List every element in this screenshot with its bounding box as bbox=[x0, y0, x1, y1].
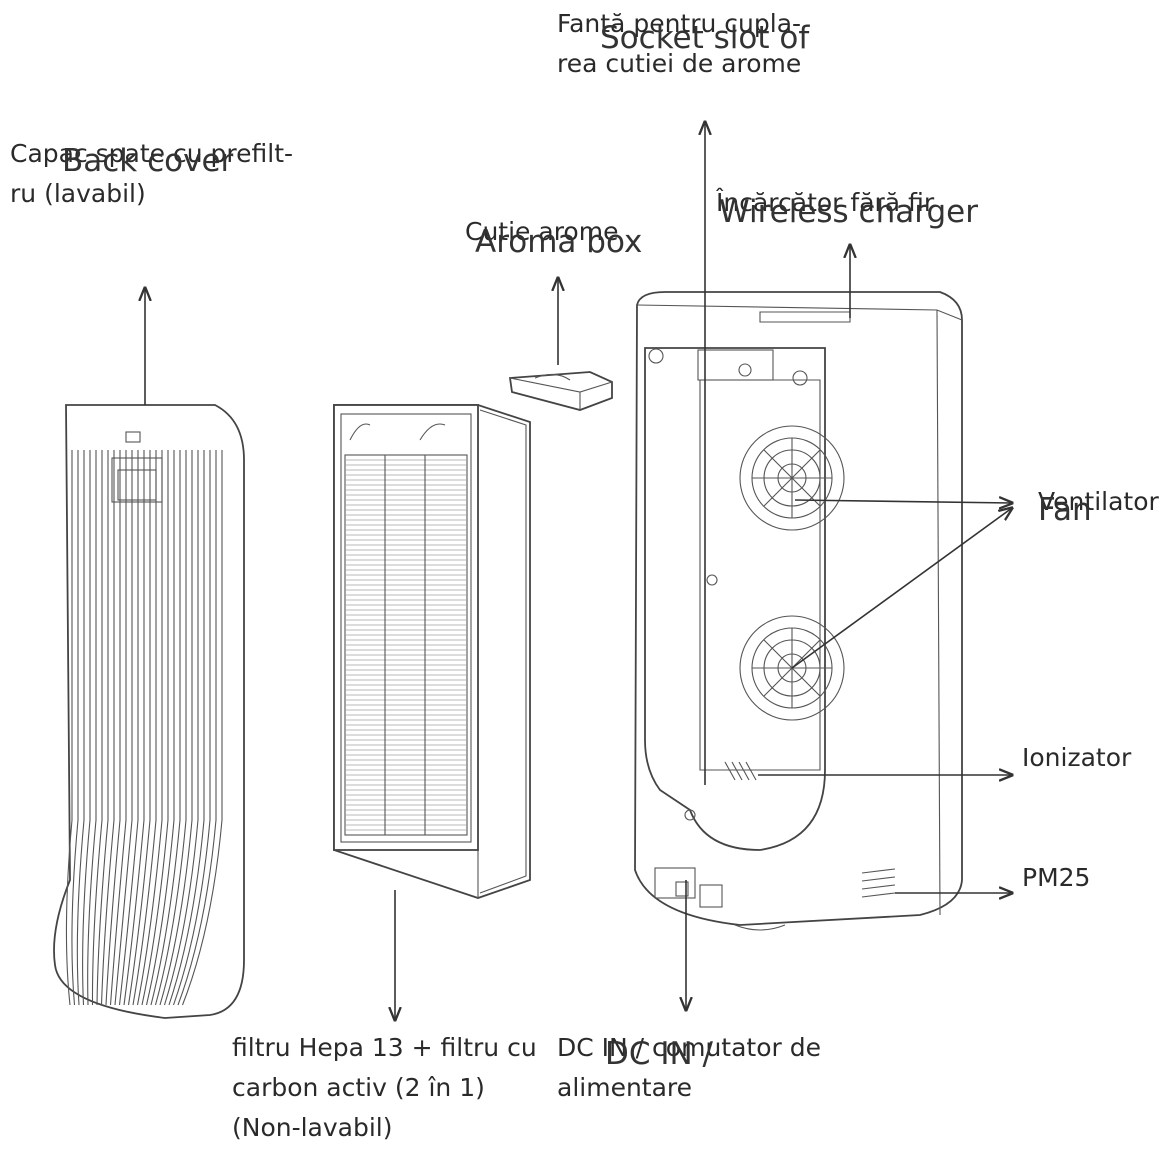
back-cover-grille bbox=[65, 450, 223, 1006]
grille-stripe bbox=[154, 450, 187, 1006]
grille-stripe bbox=[96, 450, 109, 1006]
aroma-box-label-en: Aroma box bbox=[475, 224, 643, 260]
aroma-box bbox=[508, 371, 613, 411]
back-cover-label-ro: Capac spate cu prefilt- ru (lavabil) bbox=[10, 139, 294, 208]
socket-slot-label-en: Socket slot of bbox=[600, 20, 810, 56]
filter-pleats bbox=[346, 459, 466, 831]
grille-stripe bbox=[87, 450, 97, 1006]
wireless-charger-label-en: Wireless charger bbox=[719, 194, 978, 230]
back-cover-panel bbox=[53, 404, 245, 1019]
grille-stripe bbox=[141, 450, 169, 1006]
fan-label-en: Fan bbox=[1038, 492, 1092, 528]
grille-stripe bbox=[123, 450, 145, 1006]
hepa-filter bbox=[333, 404, 531, 899]
grille-stripe bbox=[114, 450, 133, 1006]
fan-label-ro: Ventilator bbox=[1038, 487, 1159, 516]
main-unit bbox=[634, 291, 963, 931]
grille-stripe bbox=[172, 450, 211, 1006]
dc-in-port bbox=[654, 867, 723, 908]
grille-stripe bbox=[91, 450, 103, 1006]
aroma-box-label-ro: Cutie arome bbox=[465, 217, 619, 246]
grille-stripe bbox=[168, 450, 205, 1006]
wireless-charger-label-ro: Încărcător fără fir bbox=[716, 188, 935, 217]
grille-stripe bbox=[163, 450, 199, 1006]
dc-in-label-en: DC IN / bbox=[605, 1036, 714, 1072]
grille-stripe bbox=[150, 450, 181, 1006]
grille-stripe bbox=[159, 450, 193, 1006]
ionizer-label: Ionizator bbox=[1022, 743, 1132, 772]
grille-stripe bbox=[109, 450, 127, 1006]
pm25-label: PM25 bbox=[1022, 863, 1091, 892]
fan-upper-grille bbox=[739, 425, 845, 531]
grille-stripe bbox=[177, 450, 217, 1006]
grille-stripe bbox=[82, 450, 91, 1006]
grille-stripe bbox=[100, 450, 115, 1006]
grille-stripe bbox=[65, 450, 73, 1006]
callout-lines bbox=[145, 122, 1012, 1020]
dc-in-label-ro: DC IN / comutator de alimentare bbox=[557, 1033, 821, 1102]
hepa-filter-label: filtru Hepa 13 + filtru cu carbon activ … bbox=[232, 1033, 537, 1142]
ionizer-coil bbox=[724, 761, 757, 781]
grille-stripe bbox=[127, 450, 151, 1006]
socket-slot-label-ro: Fantă pentru cupla- rea cutiei de arome bbox=[557, 9, 802, 78]
grille-stripe bbox=[181, 450, 223, 1006]
grille-stripe bbox=[145, 450, 175, 1006]
grille-stripe bbox=[118, 450, 139, 1006]
grille-stripe bbox=[136, 450, 163, 1006]
grille-stripe bbox=[105, 450, 121, 1006]
back-cover-label-en: Back cover bbox=[62, 143, 234, 179]
grille-stripe bbox=[132, 450, 157, 1006]
grille-stripe bbox=[76, 450, 85, 1006]
pm25-sensor-vent bbox=[861, 868, 896, 898]
grille-stripe bbox=[71, 450, 79, 1006]
